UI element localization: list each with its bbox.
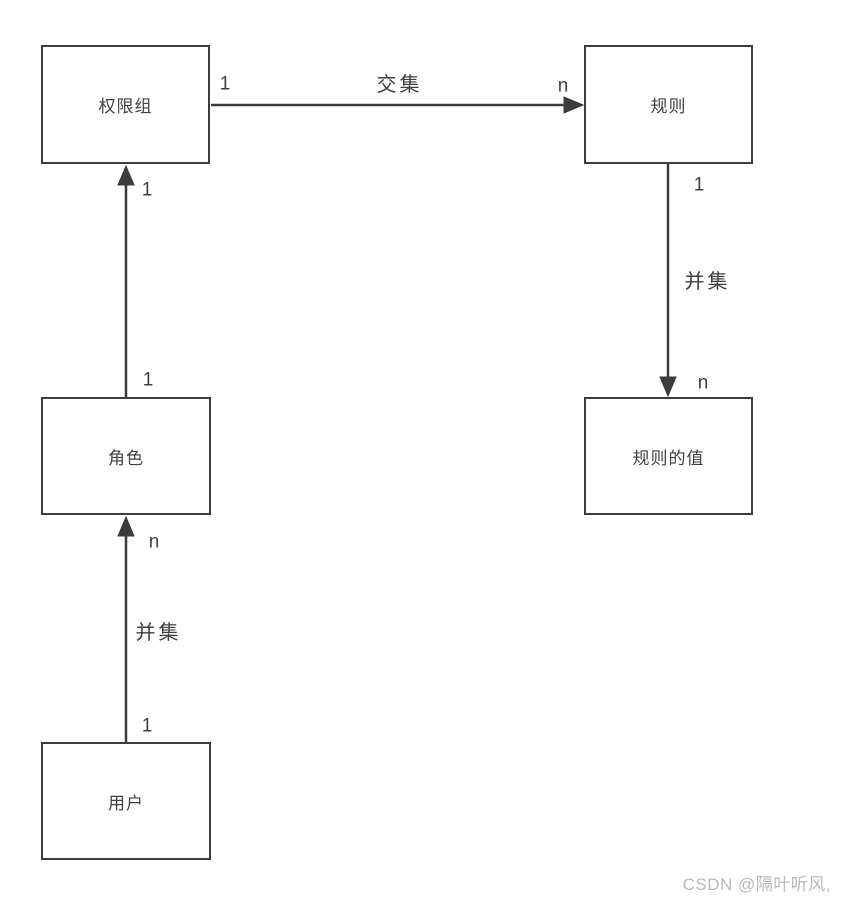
connector-role-to-permission-group [117, 164, 135, 397]
arrowhead-right-icon [563, 96, 585, 114]
edge-role-to-permission-group-source-cardinality: 1 [142, 369, 154, 391]
node-label: 规则 [650, 97, 687, 116]
arrowhead-down-icon [659, 376, 677, 398]
edge-user-to-role-target-cardinality: n [148, 531, 160, 553]
node-label: 角色 [108, 448, 144, 468]
node-label: 用户 [108, 793, 144, 813]
edge-permission-group-to-rule-target-cardinality: n [557, 75, 569, 97]
connector-user-to-role [117, 515, 135, 742]
edge-user-to-role-label: 并集 [135, 622, 182, 644]
node-rule: 规则 [584, 45, 753, 164]
node-label: 规则的值 [632, 448, 705, 468]
connector-permission-group-to-rule [211, 96, 585, 114]
edge-rule-to-rule-value-source-cardinality: 1 [693, 174, 705, 196]
node-permission-group: 权限组 [41, 45, 210, 164]
node-role: 角色 [41, 397, 211, 515]
watermark-text: CSDN @隔叶听风, [682, 875, 831, 894]
node-label: 权限组 [98, 97, 153, 116]
edge-user-to-role-source-cardinality: 1 [141, 715, 153, 737]
edge-rule-to-rule-value-target-cardinality: n [697, 372, 709, 394]
node-rule-value: 规则的值 [584, 397, 753, 515]
edge-rule-to-rule-value-label: 并集 [684, 271, 731, 293]
node-user: 用户 [41, 742, 211, 860]
edge-role-to-permission-group-target-cardinality: 1 [141, 179, 153, 201]
edge-permission-group-to-rule-source-cardinality: 1 [219, 73, 231, 95]
connector-rule-to-rule-value [659, 164, 677, 398]
arrowhead-up-icon [117, 164, 135, 186]
edge-permission-group-to-rule-label: 交集 [376, 74, 423, 96]
arrowhead-up-icon [117, 515, 135, 537]
